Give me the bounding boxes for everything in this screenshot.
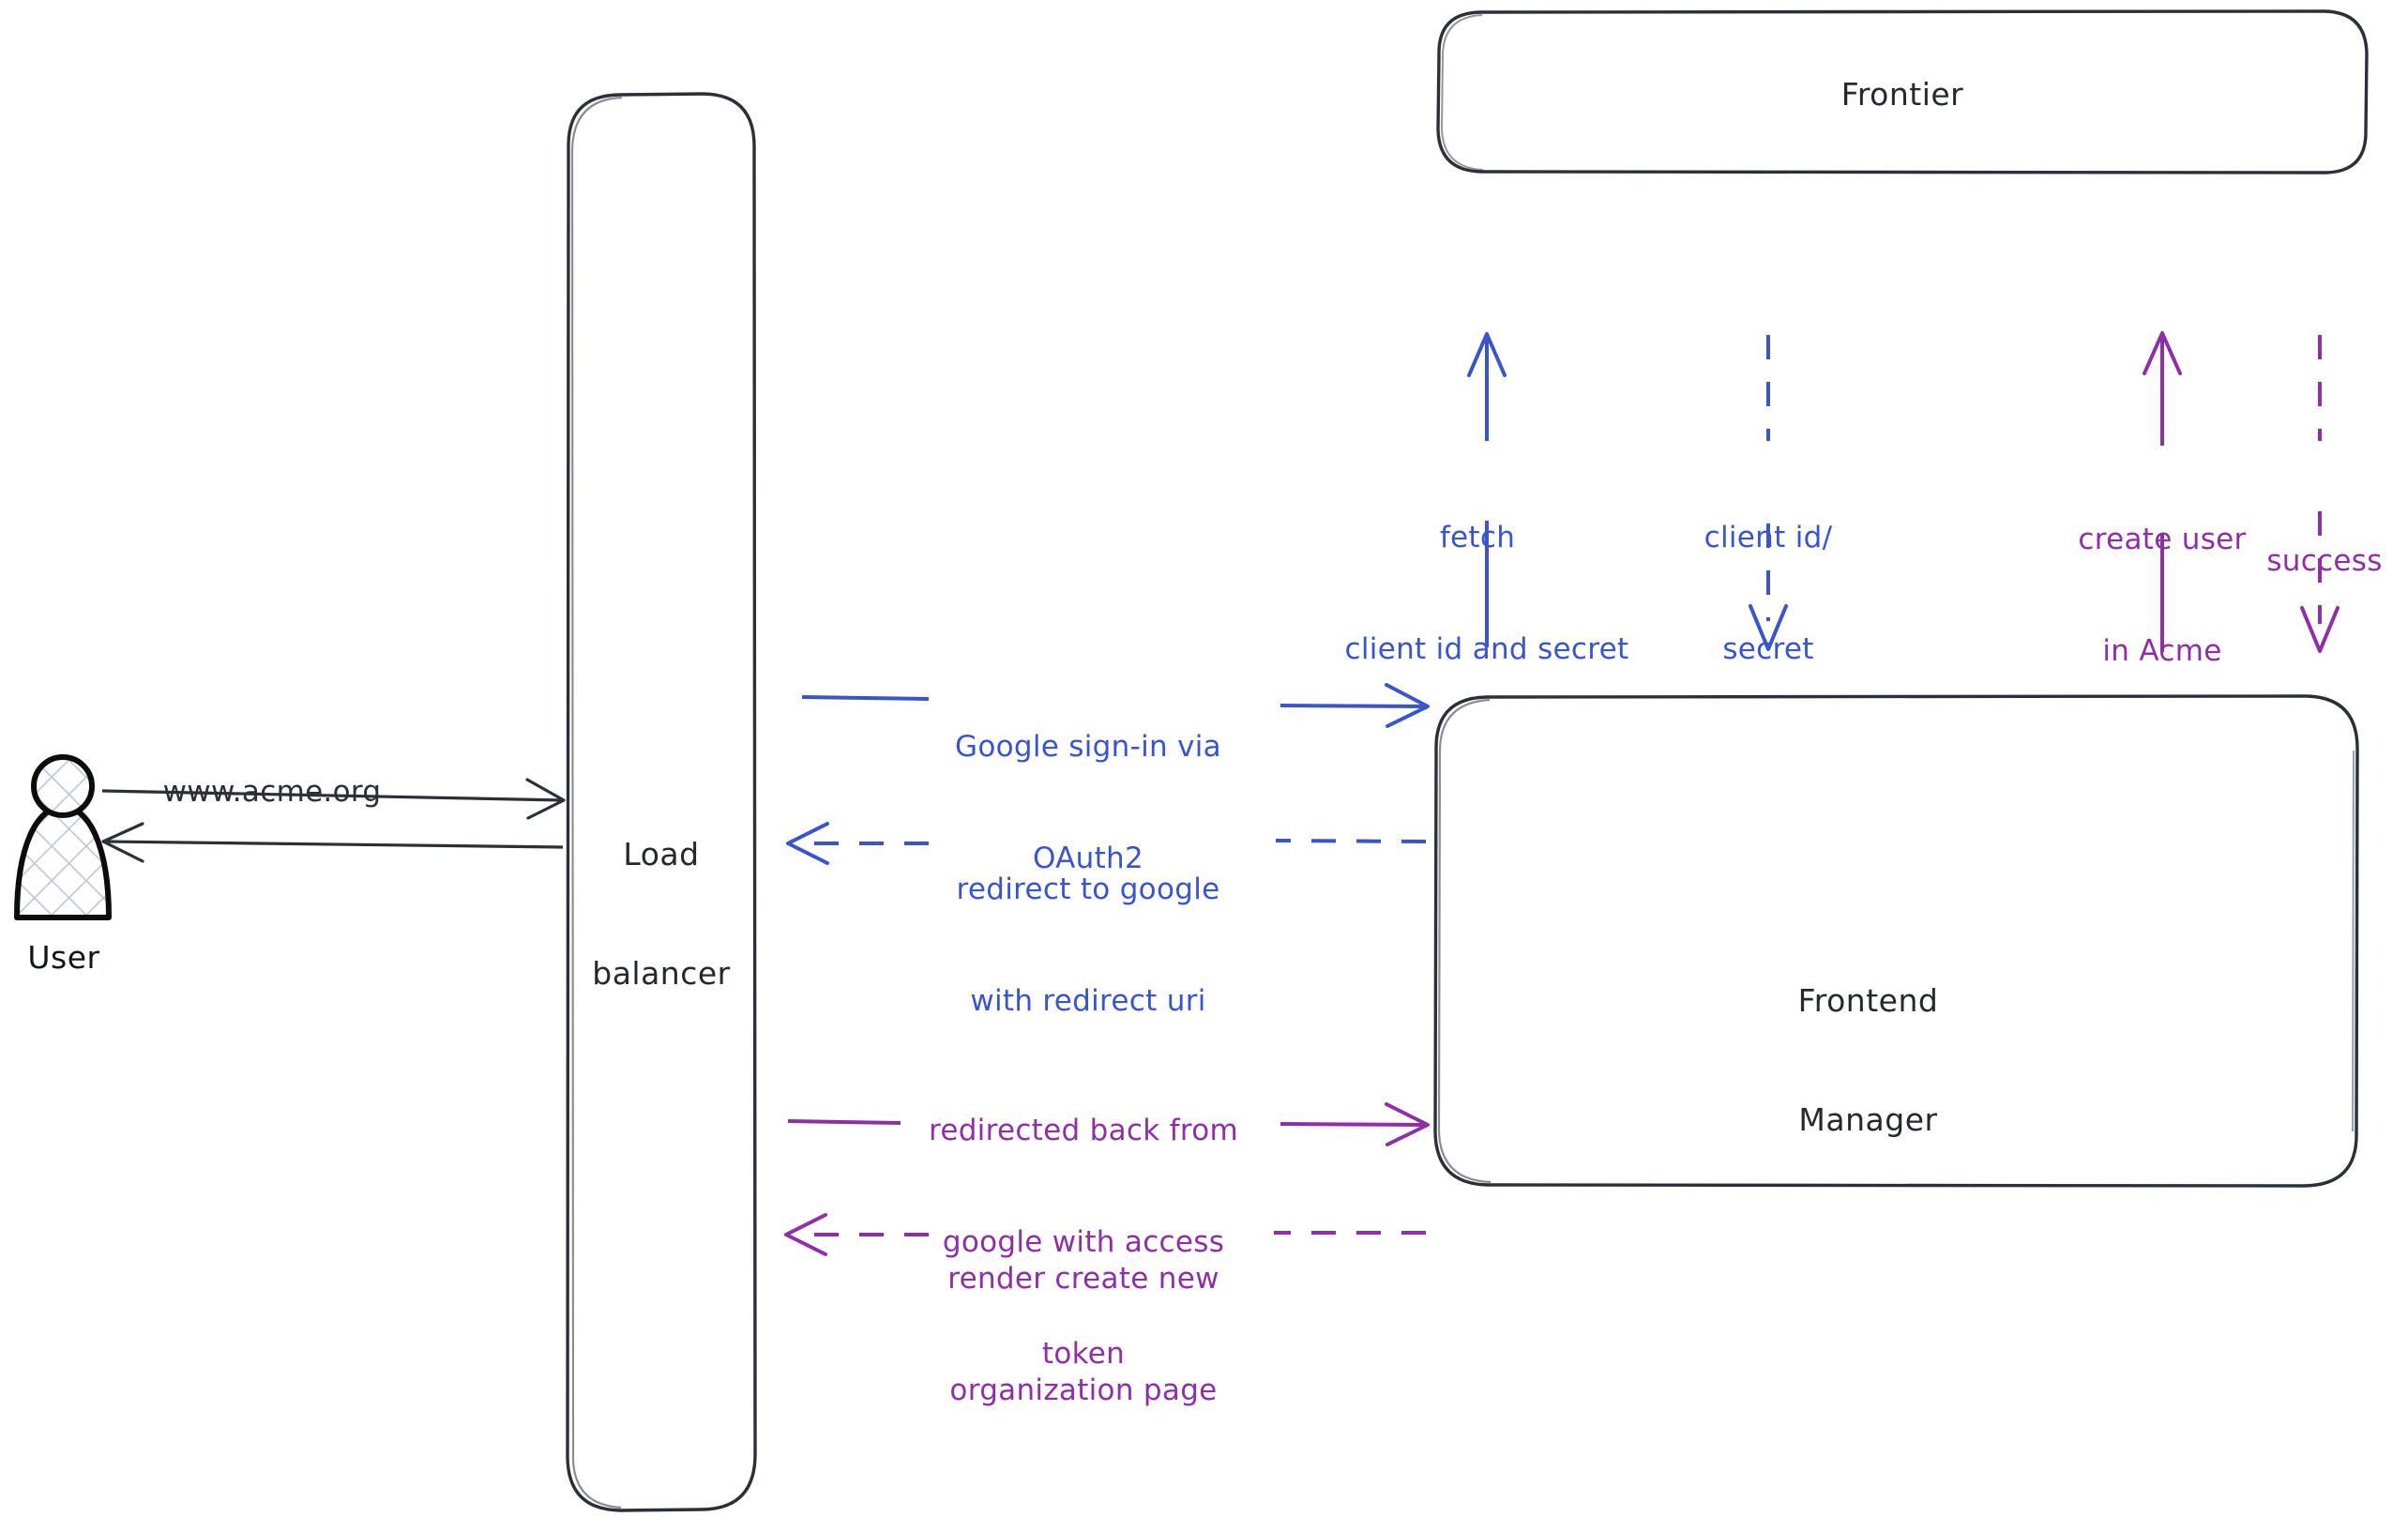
edge-google-signin-oauth2-line [801,683,1430,728]
edge-redirected-back-access-token-line [787,1102,1430,1146]
edge-client-id-secret-line [1749,335,1788,651]
load-balancer-shape[interactable] [566,92,757,1512]
edge-success-line [2300,335,2340,653]
edge-load-balancer-to-user-line [101,822,564,863]
edge-fetch-client-id-and-secret-line [1467,332,1507,647]
frontier-shape[interactable] [1436,9,2369,174]
edge-render-create-new-organization-page-line [784,1213,1426,1256]
edge-create-user-in-acme-line [2143,331,2182,652]
user-actor-shape[interactable] [14,754,112,920]
edge-redirect-to-google-line [786,822,1427,865]
frontend-manager-shape[interactable] [1433,694,2359,1188]
edge-user-to-load-balancer-line [101,778,566,820]
